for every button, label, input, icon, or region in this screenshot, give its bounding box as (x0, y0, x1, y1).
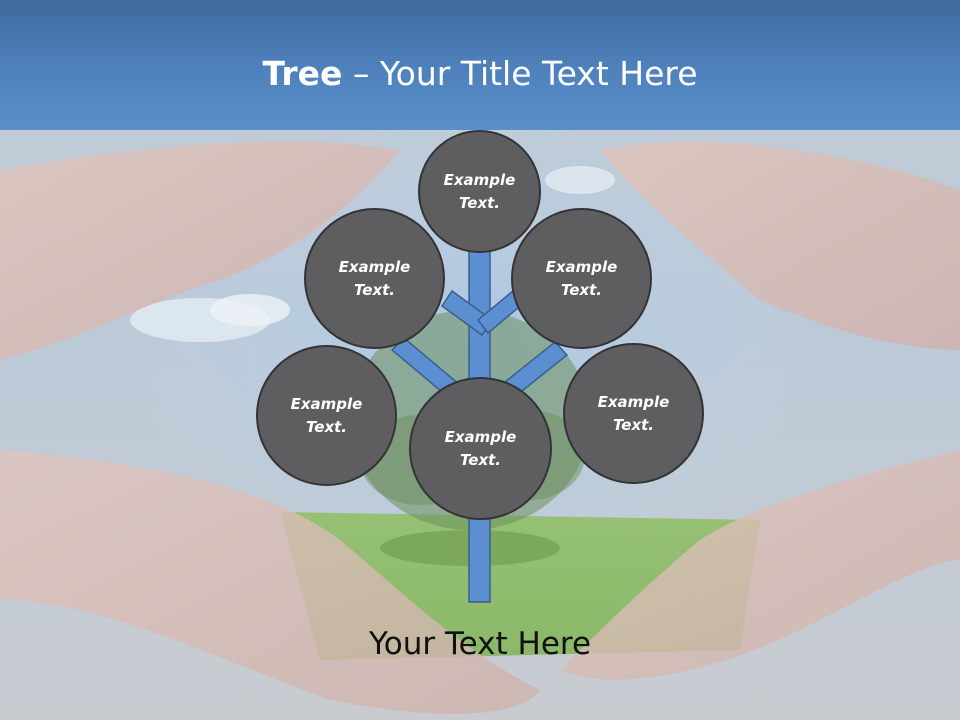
tree-node-upper-left[interactable]: Example Text. (304, 208, 445, 349)
title-band (0, 0, 960, 130)
tree-node-top[interactable]: Example Text. (418, 130, 541, 253)
node-label: Example Text. (338, 257, 411, 299)
tree-node-center[interactable]: Example Text. (409, 377, 552, 520)
node-label: Example Text. (290, 394, 363, 436)
node-label: Example Text. (444, 427, 517, 469)
slide-title[interactable]: Tree – Your Title Text Here (0, 52, 960, 96)
tree-node-lower-right[interactable]: Example Text. (563, 343, 704, 484)
tree-node-lower-left[interactable]: Example Text. (256, 345, 397, 486)
title-bold-word: Tree (262, 54, 343, 93)
title-text: – Your Title Text Here (342, 54, 698, 93)
node-label: Example Text. (545, 257, 618, 299)
node-label: Example Text. (443, 170, 516, 212)
node-label: Example Text. (597, 392, 670, 434)
footer-text[interactable]: Your Text Here (368, 626, 592, 662)
tree-node-upper-right[interactable]: Example Text. (511, 208, 652, 349)
